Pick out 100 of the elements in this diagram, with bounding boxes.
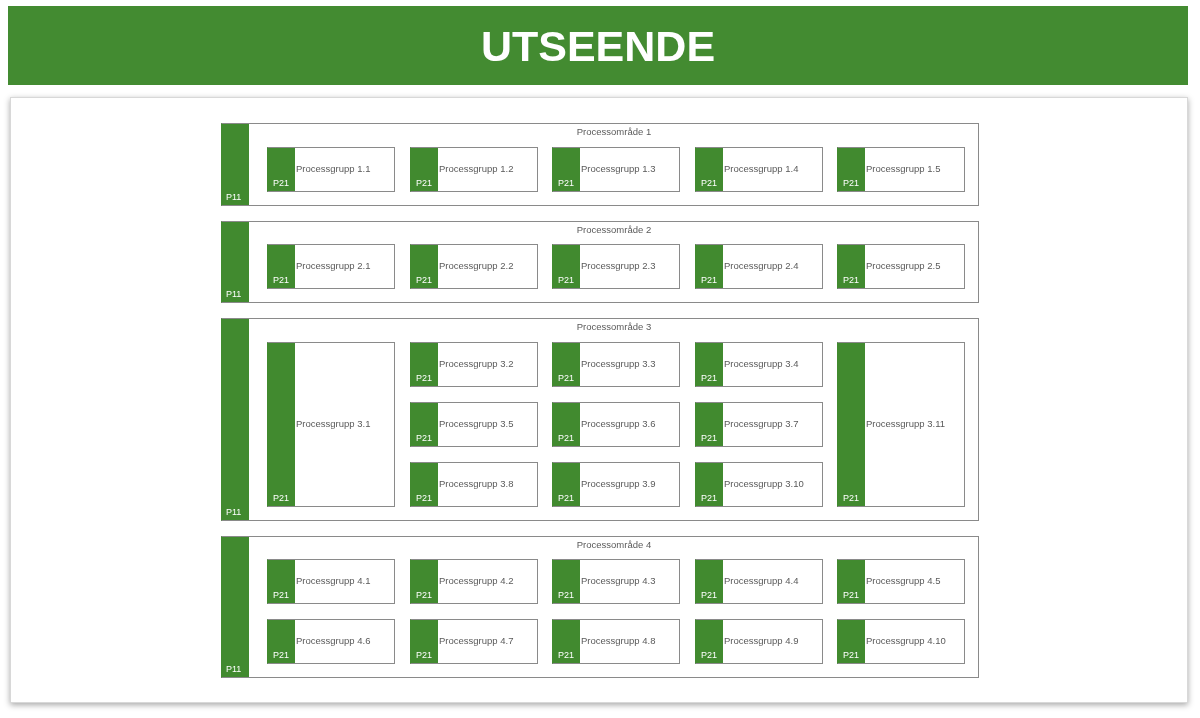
group-code: P21: [416, 494, 432, 503]
group-name: Processgrupp 1.3: [581, 163, 656, 175]
group-name: Processgrupp 3.10: [724, 478, 804, 490]
group-name: Processgrupp 1.2: [439, 163, 514, 175]
group-code: P21: [273, 179, 289, 188]
group-code: P21: [701, 494, 717, 503]
process-group-box: [695, 402, 823, 447]
process-group-box: [695, 147, 823, 192]
group-code: P21: [843, 651, 859, 660]
group-name: Processgrupp 1.5: [866, 163, 941, 175]
process-group-box: [837, 342, 965, 507]
group-name: Processgrupp 4.3: [581, 575, 656, 587]
group-code: P21: [558, 276, 574, 285]
group-name: Processgrupp 3.1: [296, 418, 371, 430]
process-group-box: [552, 402, 680, 447]
group-name: Processgrupp 3.4: [724, 358, 799, 370]
group-name: Processgrupp 1.1: [296, 163, 371, 175]
process-group-box: [410, 402, 538, 447]
group-code: P21: [416, 434, 432, 443]
area-heading: Processområde 2: [576, 225, 652, 236]
process-group-box: [267, 619, 395, 664]
process-group-box: [695, 619, 823, 664]
group-name: Processgrupp 4.6: [296, 635, 371, 647]
group-name: Processgrupp 3.8: [439, 478, 514, 490]
group-name: Processgrupp 1.4: [724, 163, 799, 175]
group-name: Processgrupp 3.9: [581, 478, 656, 490]
process-group-box: [837, 559, 965, 604]
area-code: P11: [226, 508, 242, 517]
process-group-box: [267, 244, 395, 289]
group-code: P21: [843, 179, 859, 188]
process-group-box: [552, 619, 680, 664]
group-code: P21: [558, 374, 574, 383]
area-heading: Processområde 3: [576, 322, 652, 333]
group-name: Processgrupp 2.3: [581, 260, 656, 272]
process-group-box: [552, 559, 680, 604]
group-code: P21: [416, 651, 432, 660]
group-code: P21: [843, 494, 859, 503]
group-code: P21: [273, 591, 289, 600]
group-code: P21: [558, 494, 574, 503]
group-name: Processgrupp 4.9: [724, 635, 799, 647]
group-name: Processgrupp 3.3: [581, 358, 656, 370]
group-name: Processgrupp 3.7: [724, 418, 799, 430]
group-code: P21: [558, 591, 574, 600]
group-code: P21: [701, 651, 717, 660]
process-group-box: [410, 619, 538, 664]
group-code: P21: [416, 276, 432, 285]
group-code: P21: [273, 651, 289, 660]
area-heading: Processområde 1: [576, 127, 652, 138]
process-group-box: [552, 244, 680, 289]
group-name: Processgrupp 2.1: [296, 260, 371, 272]
area-code: P11: [226, 290, 242, 299]
group-code: P21: [843, 591, 859, 600]
process-group-box: [552, 462, 680, 507]
process-group-box: [695, 462, 823, 507]
process-area-box: [221, 318, 979, 521]
area-code: P11: [226, 193, 242, 202]
group-code: P21: [701, 374, 717, 383]
process-group-box: [695, 244, 823, 289]
process-group-box: [410, 342, 538, 387]
process-group-box: [410, 244, 538, 289]
group-name: Processgrupp 2.4: [724, 260, 799, 272]
group-name: Processgrupp 4.10: [866, 635, 946, 647]
process-group-box: [410, 147, 538, 192]
process-group-box: [267, 559, 395, 604]
group-name: Processgrupp 4.1: [296, 575, 371, 587]
group-name: Processgrupp 2.5: [866, 260, 941, 272]
process-group-box: [552, 147, 680, 192]
group-name: Processgrupp 4.2: [439, 575, 514, 587]
group-code: P21: [558, 179, 574, 188]
group-name: Processgrupp 3.11: [866, 418, 946, 430]
group-code: P21: [843, 276, 859, 285]
process-group-box: [410, 462, 538, 507]
process-group-box: [267, 147, 395, 192]
group-name: Processgrupp 2.2: [439, 260, 514, 272]
group-code: P21: [416, 179, 432, 188]
group-code: P21: [273, 494, 289, 503]
group-name: Processgrupp 3.6: [581, 418, 656, 430]
process-group-box: [552, 342, 680, 387]
group-code: P21: [558, 651, 574, 660]
group-code: P21: [416, 591, 432, 600]
group-code: P21: [416, 374, 432, 383]
group-code: P21: [701, 276, 717, 285]
process-area-box: [221, 221, 979, 303]
group-name: Processgrupp 3.2: [439, 358, 514, 370]
process-group-box: [695, 559, 823, 604]
group-name: Processgrupp 4.7: [439, 635, 514, 647]
group-code: P21: [701, 179, 717, 188]
process-group-box: [837, 147, 965, 192]
group-name: Processgrupp 4.5: [866, 575, 941, 587]
group-name: Processgrupp 4.8: [581, 635, 656, 647]
group-code: P21: [273, 276, 289, 285]
process-area-box: [221, 536, 979, 678]
area-heading: Processområde 4: [576, 540, 652, 551]
process-group-box: [267, 342, 395, 507]
area-code: P11: [226, 665, 242, 674]
group-code: P21: [558, 434, 574, 443]
group-code: P21: [701, 591, 717, 600]
group-code: P21: [701, 434, 717, 443]
process-group-box: [695, 342, 823, 387]
process-area-box: [221, 123, 979, 206]
